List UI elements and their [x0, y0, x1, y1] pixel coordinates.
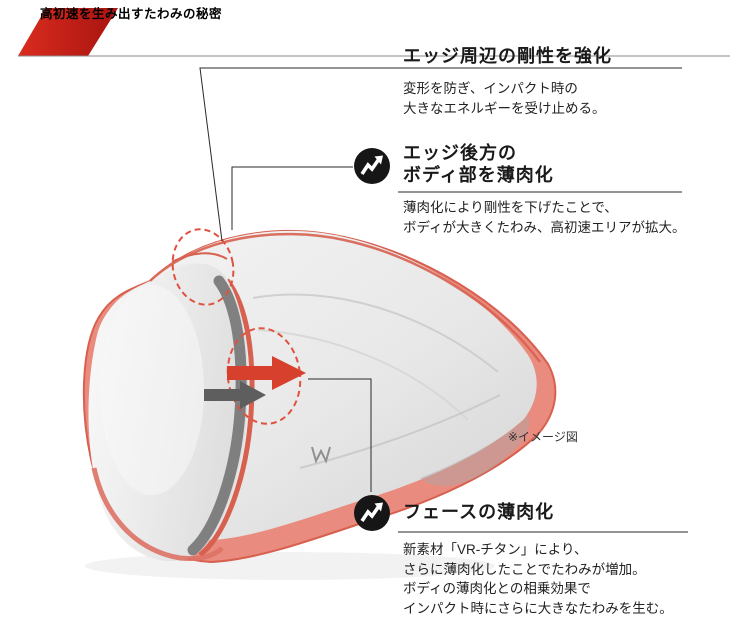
leader-line-edge-rear — [231, 166, 353, 230]
club-head-illustration — [82, 229, 557, 580]
dashed-circle-edge — [171, 228, 235, 306]
face-highlight — [100, 285, 204, 495]
body-line: 薄肉化により剛性を下げたことで、 — [403, 200, 618, 215]
flex-arrow-icon — [353, 494, 391, 532]
face-junction-red — [198, 278, 255, 557]
annotation-title-face: フェースの薄肉化 — [403, 502, 555, 522]
annotation-body-edge-rigidity: 変形を防ぎ、インパクト時の 大きなエネルギーを受け止める。 — [403, 79, 606, 118]
edge-detail-line — [171, 252, 228, 263]
body-line: 変形を防ぎ、インパクト時の — [403, 81, 578, 96]
title-line: エッジ後方の — [403, 143, 517, 163]
seam-mark — [311, 446, 331, 464]
body-line: ボディが大きくたわみ、高初速エリアが拡大。 — [403, 219, 686, 235]
red-deflection-arrow — [227, 356, 306, 390]
body-line: 大きなエネルギーを受け止める。 — [403, 100, 606, 116]
annotation-title-edge-rigidity: エッジ周辺の剛性を強化 — [403, 46, 612, 66]
sole-shading — [420, 416, 530, 487]
annotation-body-edge-rear: 薄肉化により剛性を下げたことで、 ボディが大きくたわみ、高初速エリアが拡大。 — [403, 198, 686, 237]
image-note: ※イメージ図 — [508, 430, 578, 444]
leader-line-face — [308, 378, 372, 492]
flex-arrow-icon — [353, 147, 391, 185]
title-line: ボディ部を薄肉化 — [403, 165, 554, 185]
sole-edge-salmon — [91, 467, 224, 561]
annotation-title-edge-rear: エッジ後方の ボディ部を薄肉化 — [403, 142, 554, 186]
red-swoosh — [18, 8, 118, 56]
page-title: 高初速を生み出すたわみの秘密 — [40, 7, 223, 21]
crown-edge-red-line — [149, 232, 542, 363]
body-line: 新素材「VR-チタン」により、 — [403, 542, 588, 557]
body-line: ボディの薄肉化との相乗効果で — [403, 581, 591, 596]
face-edge-dark-band — [187, 275, 247, 556]
annotation-body-face: 新素材「VR-チタン」により、 さらに薄肉化したことでたわみが増加。 ボディの薄… — [403, 540, 673, 618]
leader-lines — [199, 67, 688, 533]
body-line: インパクト時にさらに大きなたわみを生む。 — [403, 600, 673, 616]
leader-line-edge-rigidity — [199, 67, 682, 242]
body-line: さらに薄肉化したことでたわみが増加。 — [403, 561, 646, 577]
gray-deflection-arrow — [204, 381, 266, 409]
